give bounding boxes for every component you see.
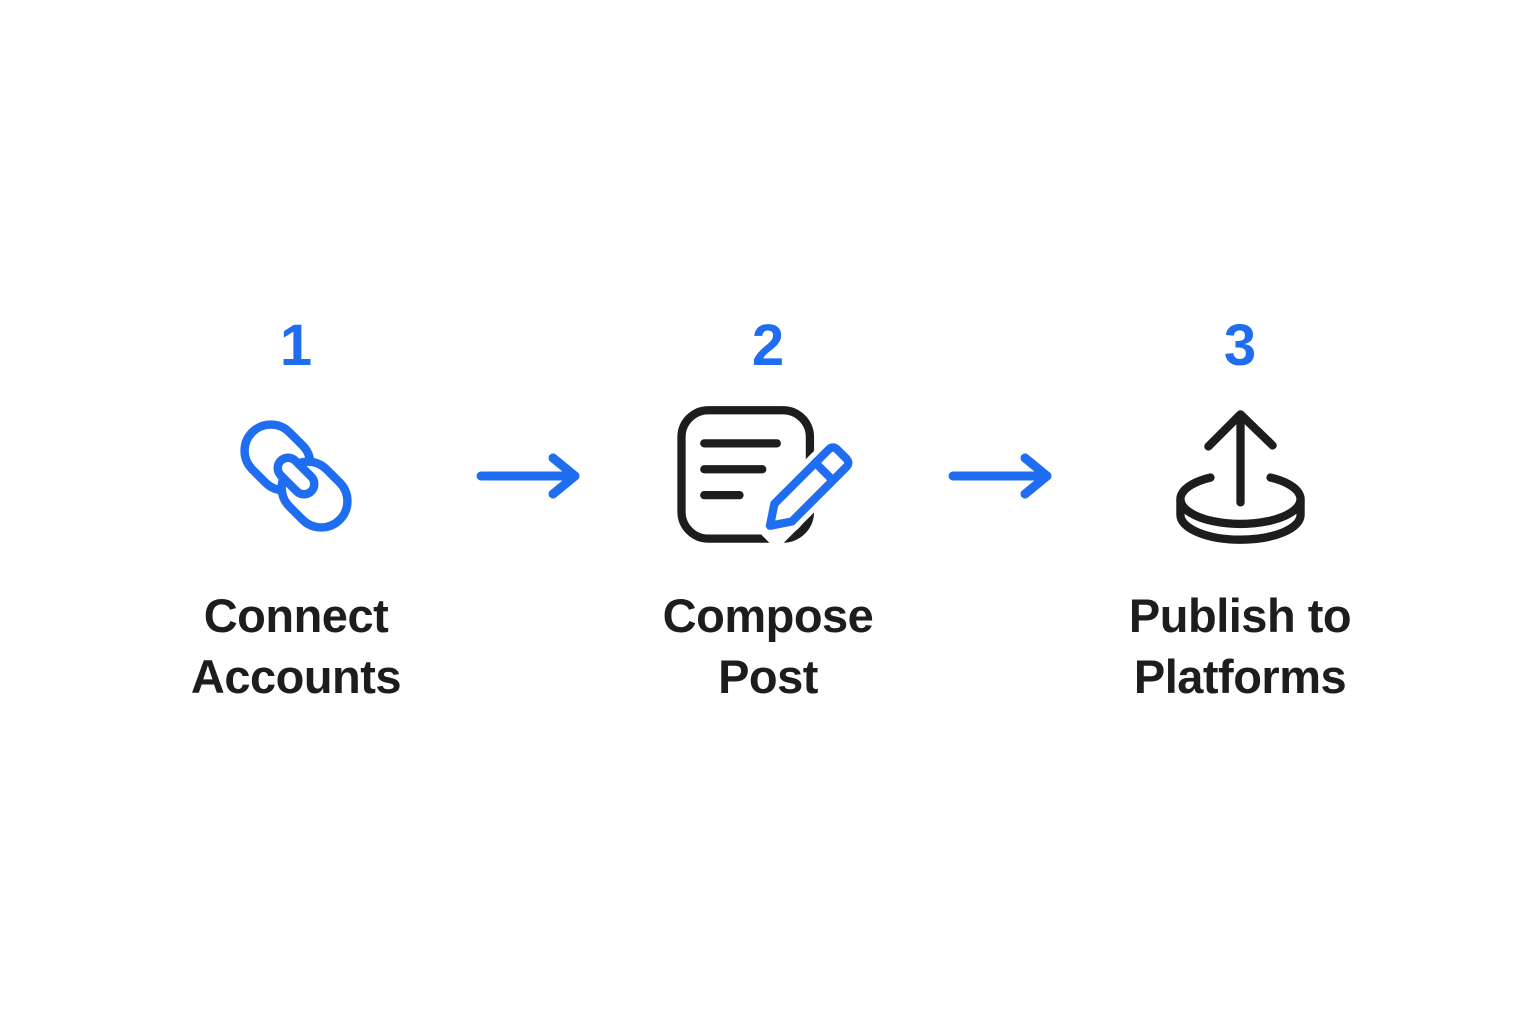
step-number-2: 2 bbox=[751, 313, 785, 378]
step-label-line2: Platforms bbox=[1133, 650, 1347, 703]
step-label-line2: Post bbox=[718, 650, 818, 703]
step-label: Compose Post bbox=[663, 585, 874, 707]
step-number-3: 3 bbox=[1223, 313, 1257, 378]
step-label: Publish to Platforms bbox=[1128, 585, 1352, 707]
step-connect-accounts: 1 Connect Accounts bbox=[126, 317, 466, 707]
link-icon bbox=[217, 401, 375, 551]
flow-row: 1 Connect Accounts bbox=[126, 317, 1410, 707]
step-label-line2: Accounts bbox=[190, 650, 402, 703]
step-compose-post: 2 bbox=[598, 317, 938, 707]
step-number-1: 1 bbox=[279, 313, 313, 378]
right-arrow-icon bbox=[938, 451, 1070, 501]
compose-icon bbox=[675, 401, 862, 551]
publish-icon bbox=[1168, 401, 1313, 551]
step-publish-to-platforms: 3 Publish to Platforms bbox=[1070, 317, 1410, 707]
step-label-line1: Compose bbox=[662, 589, 874, 642]
step-label-line1: Connect bbox=[203, 589, 389, 642]
step-label-line1: Publish to bbox=[1128, 589, 1352, 642]
right-arrow-icon bbox=[466, 451, 598, 501]
step-label: Connect Accounts bbox=[190, 585, 402, 707]
